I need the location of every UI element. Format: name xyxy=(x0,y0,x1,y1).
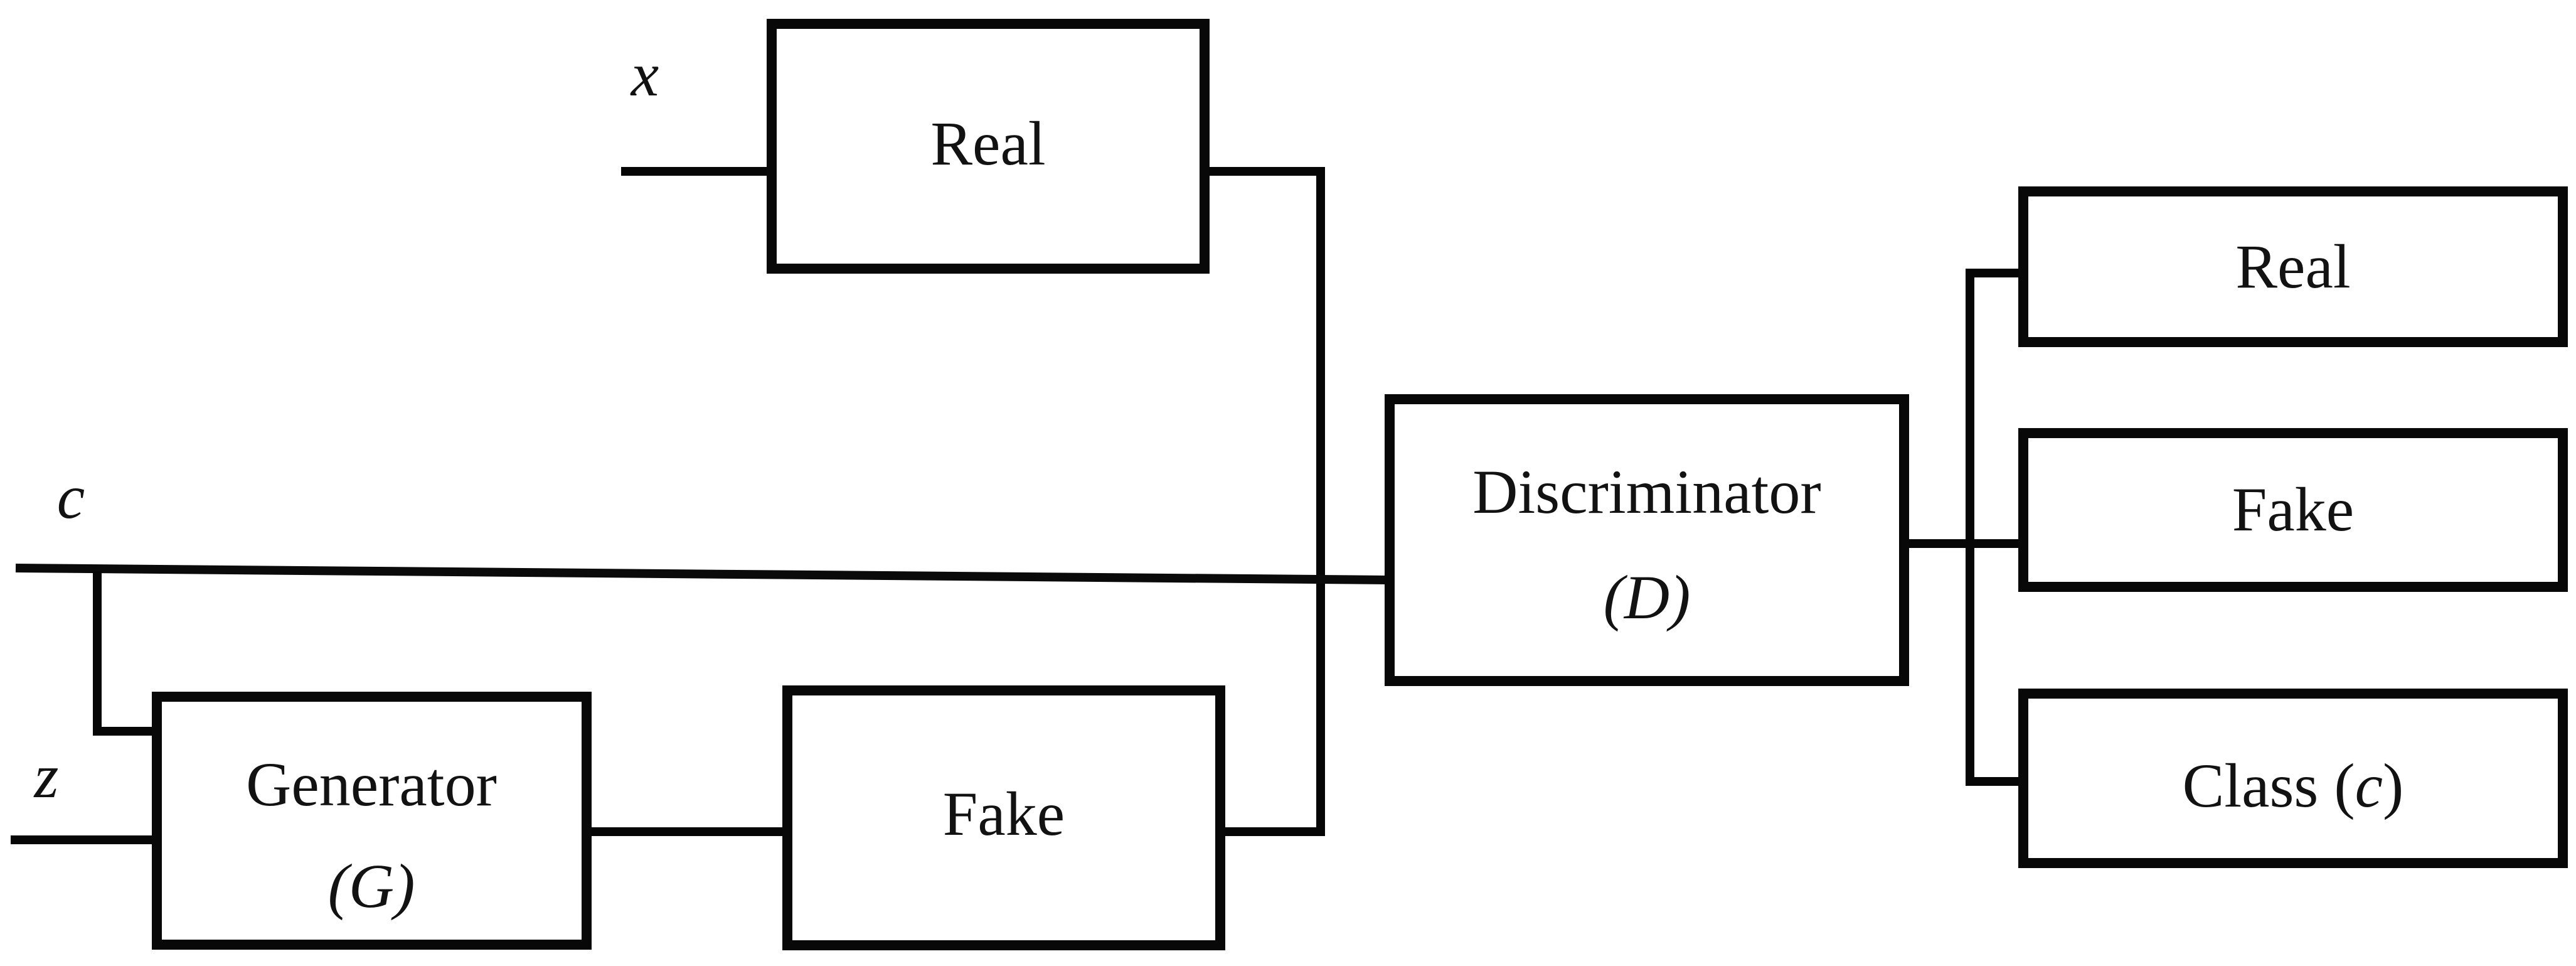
node-fake-sample: Fake xyxy=(782,685,1225,950)
node-output-real: Real xyxy=(2018,186,2568,347)
node-output-class: Class (c) xyxy=(2018,689,2568,868)
fake-sample-box xyxy=(782,685,1225,950)
edge-real-fake-merge-line xyxy=(1205,167,1325,836)
generator-symbol: (G) xyxy=(328,851,415,921)
discriminator-label: Discriminator xyxy=(1472,457,1821,527)
output-real-box xyxy=(2018,186,2568,347)
edge-c-to-discriminator xyxy=(15,564,1390,584)
edge-output-branches xyxy=(1966,269,2023,786)
generator-label: Generator xyxy=(246,749,497,819)
output-class-box xyxy=(2018,689,2568,868)
real-sample-label: Real xyxy=(930,109,1045,178)
output-fake-label: Fake xyxy=(2232,475,2354,544)
input-label-x: x xyxy=(630,40,659,109)
output-class-label-suffix: ) xyxy=(2383,751,2403,820)
node-generator: Generator (G) xyxy=(152,692,592,950)
output-fake-box xyxy=(2018,428,2568,592)
discriminator-box xyxy=(1385,394,1909,686)
output-class-label: Class (c) xyxy=(2183,751,2404,820)
input-label-c: c xyxy=(57,462,85,532)
node-discriminator: Discriminator (D) xyxy=(1385,394,1909,686)
output-class-label-var: c xyxy=(2355,751,2383,820)
output-class-label-prefix: Class ( xyxy=(2183,751,2355,820)
discriminator-symbol: (D) xyxy=(1604,562,1691,632)
node-output-fake: Fake xyxy=(2018,428,2568,592)
node-real-sample: Real xyxy=(767,19,1210,274)
edge-c-to-generator xyxy=(93,571,157,736)
real-sample-box xyxy=(767,19,1210,274)
input-label-z: z xyxy=(33,741,59,811)
fake-sample-label: Fake xyxy=(943,779,1065,849)
generator-box xyxy=(152,692,592,950)
output-real-label: Real xyxy=(2235,232,2350,301)
